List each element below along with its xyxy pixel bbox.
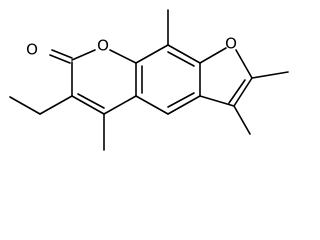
methyl-c3-furan-bond (233, 105, 251, 135)
c8-c7a-double-inner (167, 51, 195, 67)
ethyl-bond-1 (39, 95, 73, 115)
c5-c4a-bond (135, 95, 169, 115)
atom-label-ring-oxygen-furan: O (225, 35, 237, 53)
ofuran-c2-bond (235, 49, 253, 79)
c3-c4-bond (71, 95, 105, 115)
c2-c3-furan-bond (233, 77, 253, 107)
ethyl-bond-2 (9, 96, 41, 115)
c3-c4-double-inner (77, 93, 105, 109)
o1-c8a-bond (109, 49, 137, 64)
atom-label-carbonyl-oxygen: O (26, 41, 38, 59)
atom-label-ring-oxygen-pyranone: O (97, 37, 109, 55)
carbonyl-double-bond-b (49, 54, 71, 64)
chemical-structure-diagram: O O O (9, 9, 289, 151)
c2-c3-furan-double-inner (228, 79, 246, 104)
carbonyl-double-bond-a (51, 49, 73, 59)
furan-ring (199, 47, 253, 107)
methyl-c2-furan-bond (251, 71, 289, 79)
pyranone-ring (49, 49, 143, 115)
c2-o1-bond (71, 49, 96, 61)
benzene-ring (135, 44, 201, 115)
c8a-c8-bond (135, 44, 169, 64)
substituents (9, 9, 289, 151)
c7a-ofuran-bond (199, 47, 227, 64)
c4-c4a-bond (103, 95, 137, 115)
c3a-c5-bond (167, 95, 201, 115)
c3a-c5-double-inner (167, 92, 195, 108)
c8-c7a-bond (167, 44, 201, 64)
c3-c3a-furan-bond (199, 95, 235, 107)
